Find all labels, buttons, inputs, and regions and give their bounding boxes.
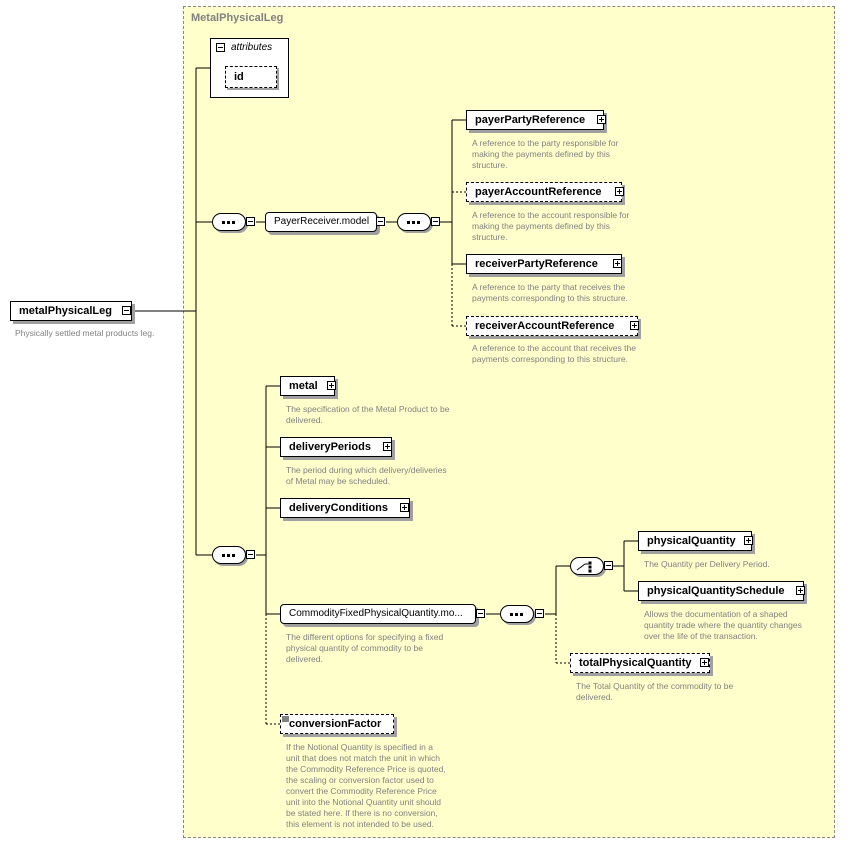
model-group-commodity-fixed-physical-quantity[interactable]: CommodityFixedPhysicalQuantity.mo... [280, 604, 476, 624]
element-label: deliveryPeriods [289, 441, 371, 453]
root-collapse-icon[interactable] [122, 306, 131, 315]
expand-icon[interactable] [630, 321, 639, 330]
attributes-collapse-icon[interactable] [216, 43, 225, 52]
element-description: The specification of the Metal Product t… [286, 404, 450, 425]
expand-icon[interactable] [744, 536, 753, 545]
simple-content-icon [282, 716, 289, 722]
element-label: receiverPartyReference [475, 258, 598, 270]
sequence-compositor-quantity [500, 605, 534, 623]
element-payerAccountReference[interactable]: payerAccountReference [466, 182, 622, 202]
element-label: payerAccountReference [475, 186, 602, 198]
model-group-label: PayerReceiver.model [274, 216, 370, 227]
element-conversionFactor[interactable]: conversionFactor [280, 714, 394, 734]
element-label: payerPartyReference [475, 114, 586, 126]
element-deliveryConditions[interactable]: deliveryConditions [280, 498, 410, 518]
expand-icon[interactable] [597, 115, 606, 124]
element-label: deliveryConditions [289, 502, 389, 514]
root-description: Physically settled metal products leg. [15, 328, 155, 338]
element-deliveryPeriods[interactable]: deliveryPeriods [280, 437, 392, 457]
model-group-collapse-icon[interactable] [376, 217, 385, 226]
element-description: A reference to the party that receives t… [472, 282, 628, 303]
element-label: conversionFactor [289, 718, 382, 730]
sequence-collapse-icon[interactable] [535, 609, 544, 618]
element-label: receiverAccountReference [475, 320, 615, 332]
sequence-compositor-metal [212, 546, 246, 564]
element-description: A reference to the party responsible for… [472, 138, 619, 170]
expand-icon[interactable] [615, 187, 624, 196]
element-description: If the Notional Quantity is specified in… [286, 742, 446, 829]
root-element-label: metalPhysicalLeg [19, 305, 112, 317]
model-group-description: The different options for specifying a f… [286, 632, 444, 664]
expand-icon[interactable] [400, 503, 409, 512]
expand-icon[interactable] [327, 381, 336, 390]
sequence-collapse-icon[interactable] [246, 217, 255, 226]
sequence-compositor-payer [212, 213, 246, 231]
element-description: The Total Quantity of the commodity to b… [576, 681, 734, 702]
element-receiverAccountReference[interactable]: receiverAccountReference [466, 316, 638, 336]
expand-icon[interactable] [796, 586, 805, 595]
choice-collapse-icon[interactable] [604, 561, 613, 570]
element-label: totalPhysicalQuantity [579, 657, 692, 669]
sequence-collapse-icon[interactable] [431, 217, 440, 226]
attributes-label: attributes [231, 42, 273, 53]
attribute-id[interactable]: id [225, 66, 277, 88]
model-group-collapse-icon[interactable] [476, 609, 485, 618]
element-description: The Quantity per Delivery Period. [644, 559, 770, 569]
element-receiverPartyReference[interactable]: receiverPartyReference [466, 254, 622, 274]
element-physicalQuantity[interactable]: physicalQuantity [638, 531, 752, 551]
model-group-payer-receiver[interactable]: PayerReceiver.model [265, 212, 377, 232]
expand-icon[interactable] [613, 259, 622, 268]
element-label: metal [289, 380, 318, 392]
element-description: The period during which delivery/deliver… [286, 465, 447, 486]
element-description: A reference to the account that receives… [472, 343, 636, 364]
expand-icon[interactable] [383, 442, 392, 451]
element-label: physicalQuantity [647, 535, 736, 547]
metal-physical-leg-type-frame [183, 6, 835, 838]
type-title: MetalPhysicalLeg [191, 12, 284, 24]
root-element-metalPhysicalLeg[interactable]: metalPhysicalLeg [10, 301, 132, 321]
choice-compositor-icon [570, 557, 604, 575]
element-totalPhysicalQuantity[interactable]: totalPhysicalQuantity [570, 653, 710, 673]
element-physicalQuantitySchedule[interactable]: physicalQuantitySchedule [638, 581, 804, 601]
element-label: physicalQuantitySchedule [647, 585, 785, 597]
element-description: A reference to the account responsible f… [472, 210, 630, 242]
sequence-collapse-icon[interactable] [246, 550, 255, 559]
expand-icon[interactable] [700, 658, 709, 667]
sequence-compositor-payer-inner [397, 213, 431, 231]
model-group-label: CommodityFixedPhysicalQuantity.mo... [289, 608, 463, 619]
element-payerPartyReference[interactable]: payerPartyReference [466, 110, 604, 130]
element-metal[interactable]: metal [280, 376, 335, 396]
